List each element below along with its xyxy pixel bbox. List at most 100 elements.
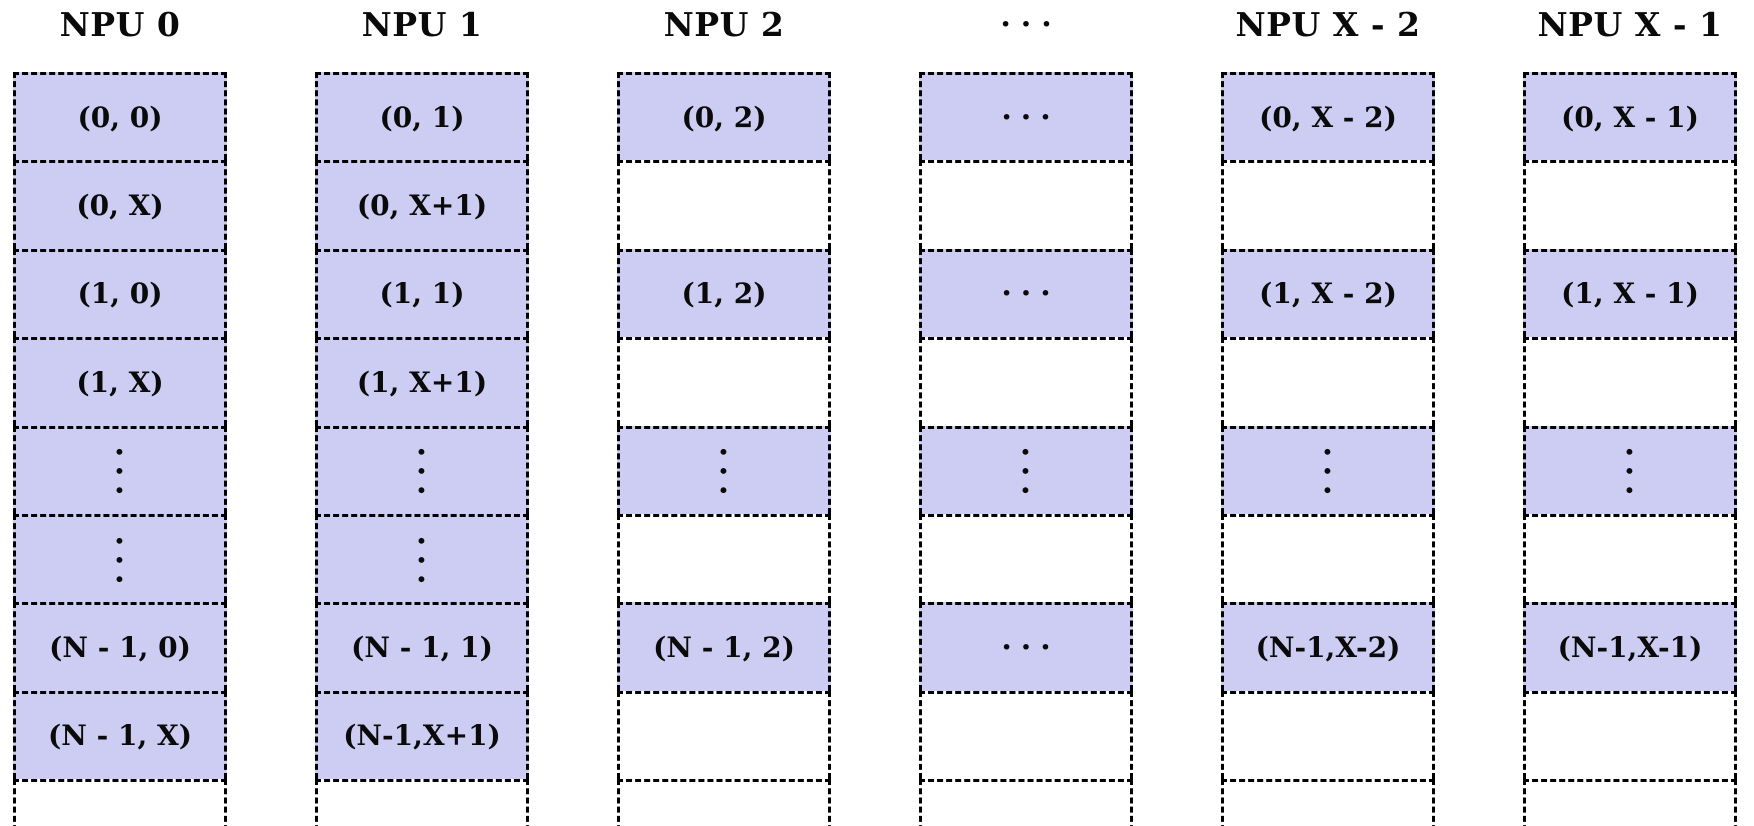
memory-cell-empty xyxy=(1523,690,1737,780)
horizontal-ellipsis: ··· xyxy=(1001,630,1060,666)
memory-cell-filled: (N-1,X-2) xyxy=(1221,602,1435,691)
memory-cell-empty xyxy=(1221,690,1435,780)
cell-label: (N - 1, 2) xyxy=(653,631,795,665)
horizontal-ellipsis: ··· xyxy=(1001,276,1060,312)
memory-cell-filled: (0, X - 2) xyxy=(1221,72,1435,161)
memory-cell-empty xyxy=(1221,513,1435,603)
cell-label: (1, 1) xyxy=(379,277,465,311)
vertical-ellipsis: ··· xyxy=(100,534,139,593)
memory-cell-filled: ··· xyxy=(315,425,529,514)
memory-cell-filled: (1, X - 2) xyxy=(1221,248,1435,338)
cell-label: (N - 1, 1) xyxy=(351,631,493,665)
memory-cell-filled: ··· xyxy=(919,72,1133,161)
memory-cell-filled: (0, 2) xyxy=(617,72,831,161)
memory-cell-empty xyxy=(617,779,831,826)
memory-cell-filled: (N - 1, 2) xyxy=(617,602,831,691)
memory-cell-empty xyxy=(617,337,831,426)
memory-cell-empty xyxy=(1523,513,1737,603)
memory-cell-filled: (0, X) xyxy=(13,160,227,249)
memory-cell-filled: ··· xyxy=(315,513,529,603)
vertical-ellipsis: ··· xyxy=(1610,446,1649,504)
memory-cell-filled: ··· xyxy=(617,425,831,514)
column-header: NPU X - 1 xyxy=(1537,5,1723,44)
column-header: NPU 0 xyxy=(59,5,181,44)
memory-cell-empty xyxy=(1221,337,1435,426)
memory-cell-filled: (1, X) xyxy=(13,337,227,426)
column-header: NPU X - 2 xyxy=(1235,5,1421,44)
memory-cell-stack: ··· ··· ··· ··· xyxy=(919,72,1133,826)
cell-label: (N-1,X-1) xyxy=(1557,631,1703,665)
memory-cell-filled: ··· xyxy=(13,425,227,514)
memory-cell-empty xyxy=(617,690,831,780)
memory-cell-filled: (1, X+1) xyxy=(315,337,529,426)
cell-label: (1, X - 2) xyxy=(1259,277,1397,311)
memory-cell-filled: ··· xyxy=(919,602,1133,691)
memory-cell-stack: (0, 2) (1, 2) ··· (N - 1, 2) xyxy=(617,72,831,826)
memory-cell-filled: (0, X+1) xyxy=(315,160,529,249)
memory-cell-empty xyxy=(1523,337,1737,426)
memory-cell-filled: (0, 0) xyxy=(13,72,227,161)
memory-cell-filled: (0, X - 1) xyxy=(1523,72,1737,161)
cell-label: (1, 0) xyxy=(77,277,163,311)
memory-cell-empty xyxy=(919,690,1133,780)
memory-cell-stack: (0, X - 2) (1, X - 2) ··· (N-1,X-2) xyxy=(1221,72,1435,826)
memory-cell-stack: (0, 0) (0, X) (1, 0) (1, X) ··· ··· (N - 1, 0)… xyxy=(13,72,227,826)
cell-label: (0, X - 1) xyxy=(1561,100,1699,134)
vertical-ellipsis: ··· xyxy=(704,446,743,504)
npu-column: NPU 0 (0, 0) (0, X) (1, 0) (1, X) ··· ··· (N - … xyxy=(13,0,227,826)
memory-cell-filled: (N-1,X+1) xyxy=(315,690,529,780)
cell-label: (1, 2) xyxy=(681,277,767,311)
column-header: NPU 1 xyxy=(361,5,483,44)
memory-cell-filled: (1, 2) xyxy=(617,248,831,338)
cell-label: (N - 1, X) xyxy=(48,719,192,753)
memory-cell-filled: (N-1,X-1) xyxy=(1523,602,1737,691)
memory-cell-empty xyxy=(919,337,1133,426)
memory-cell-filled: ··· xyxy=(1523,425,1737,514)
cell-label: (1, X) xyxy=(76,365,164,399)
cell-label: (0, 0) xyxy=(77,100,163,134)
memory-cell-stack: (0, X - 1) (1, X - 1) ··· (N-1,X-1) xyxy=(1523,72,1737,826)
cell-label: (N-1,X-2) xyxy=(1255,631,1401,665)
npu-column: NPU X - 1 (0, X - 1) (1, X - 1) ··· (N-1,X-1… xyxy=(1523,0,1737,826)
memory-cell-empty xyxy=(919,513,1133,603)
npu-column: ··· ··· ··· ··· ··· xyxy=(919,0,1133,826)
vertical-ellipsis: ··· xyxy=(1006,446,1045,504)
cell-label: (1, X - 1) xyxy=(1561,277,1699,311)
memory-cell-empty xyxy=(315,779,529,826)
memory-cell-filled: ··· xyxy=(919,425,1133,514)
memory-cell-empty xyxy=(617,513,831,603)
npu-column: NPU 1(0, 1)(0, X+1)(1, 1)(1, X+1)······(… xyxy=(315,0,529,826)
cell-label: (N-1,X+1) xyxy=(343,719,501,753)
memory-cell-filled: ··· xyxy=(1221,425,1435,514)
memory-cell-stack: (0, 1) (0, X+1) (1, 1) (1, X+1) ··· ··· (N - 1… xyxy=(315,72,529,826)
memory-cell-empty xyxy=(617,160,831,249)
memory-cell-filled: (N - 1, X) xyxy=(13,690,227,780)
memory-cell-empty xyxy=(1523,779,1737,826)
cell-label: (0, 1) xyxy=(379,100,465,134)
column-header: ··· xyxy=(1000,7,1062,42)
npu-column: NPU 2 (0, 2) (1, 2) ··· (N - 1, 2) xyxy=(617,0,831,826)
memory-cell-filled: ··· xyxy=(919,248,1133,338)
column-header: NPU 2 xyxy=(663,5,785,44)
cell-label: (1, X+1) xyxy=(356,365,488,399)
vertical-ellipsis: ··· xyxy=(402,534,441,593)
cell-label: (0, X - 2) xyxy=(1259,100,1397,134)
memory-cell-empty xyxy=(1221,160,1435,249)
horizontal-ellipsis: ··· xyxy=(1001,99,1060,135)
cell-label: (N - 1, 0) xyxy=(49,631,191,665)
cell-label: (0, 2) xyxy=(681,100,767,134)
memory-cell-filled: (1, 1) xyxy=(315,248,529,338)
npu-column: NPU X - 2 (0, X - 2) (1, X - 2) ··· (N-1,X-2… xyxy=(1221,0,1435,826)
memory-cell-filled: (1, X - 1) xyxy=(1523,248,1737,338)
vertical-ellipsis: ··· xyxy=(402,446,441,504)
memory-cell-empty xyxy=(919,160,1133,249)
cell-label: (0, X) xyxy=(76,189,164,223)
memory-cell-empty xyxy=(919,779,1133,826)
memory-cell-filled: ··· xyxy=(13,513,227,603)
vertical-ellipsis: ··· xyxy=(1308,446,1347,504)
vertical-ellipsis: ··· xyxy=(100,446,139,504)
memory-cell-filled: (N - 1, 1) xyxy=(315,602,529,691)
memory-cell-empty xyxy=(1221,779,1435,826)
memory-cell-filled: (N - 1, 0) xyxy=(13,602,227,691)
